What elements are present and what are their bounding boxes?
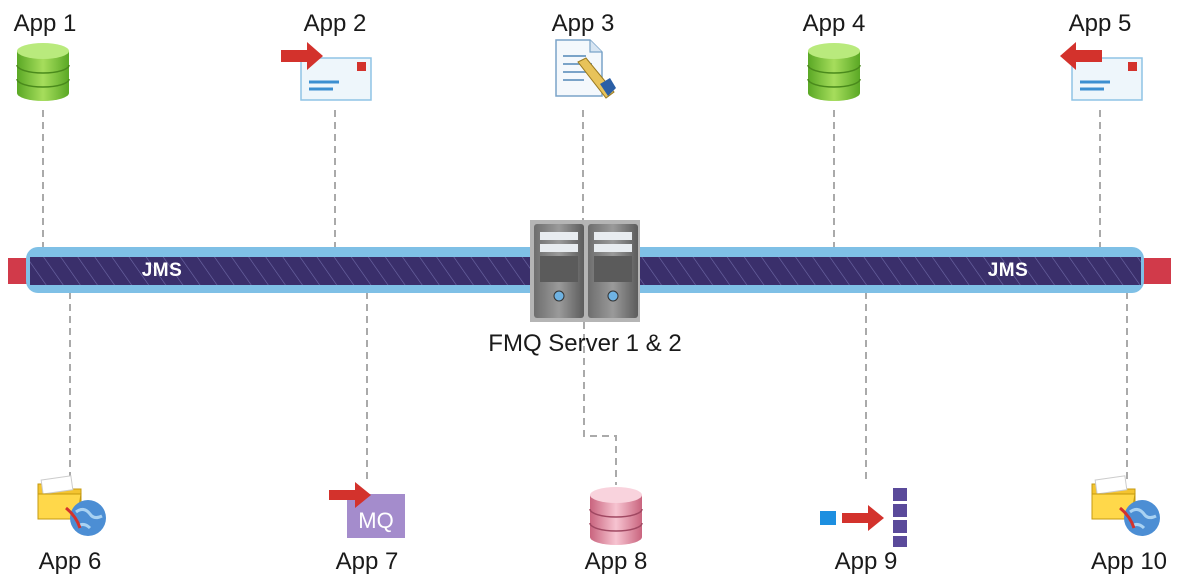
mail-send-icon xyxy=(281,42,372,101)
app-2-label: App 2 xyxy=(303,10,367,37)
jms-label-left: JMS xyxy=(141,260,183,281)
app-9-label: App 9 xyxy=(834,548,898,575)
folder-web-icon xyxy=(37,475,106,536)
database-green-icon xyxy=(16,43,70,101)
app-8-label: App 8 xyxy=(584,548,648,575)
document-pen-icon xyxy=(555,39,616,99)
mail-receive-icon xyxy=(1060,42,1143,101)
connector-app8 xyxy=(583,322,617,485)
queue-icon xyxy=(820,488,907,547)
database-pink-icon xyxy=(589,487,643,545)
app-1-label: App 1 xyxy=(13,10,77,37)
folder-web-icon xyxy=(1091,475,1160,536)
app-10-label: App 10 xyxy=(1090,548,1168,575)
app-3-label: App 3 xyxy=(551,10,615,37)
database-green-icon xyxy=(807,43,861,101)
app-7-label: App 7 xyxy=(335,548,399,575)
server-label: FMQ Server 1 & 2 xyxy=(488,330,682,357)
connectors xyxy=(42,110,1128,485)
app-4-label: App 4 xyxy=(802,10,866,37)
mq-text: MQ xyxy=(358,508,393,533)
bus-end-right xyxy=(1141,258,1171,284)
app-6-label: App 6 xyxy=(38,548,102,575)
app-5-label: App 5 xyxy=(1068,10,1132,37)
jms-label-right: JMS xyxy=(987,260,1029,281)
mq-icon: MQ xyxy=(329,482,405,538)
server-pair-icon xyxy=(530,220,640,322)
bus-end-left xyxy=(8,258,30,284)
